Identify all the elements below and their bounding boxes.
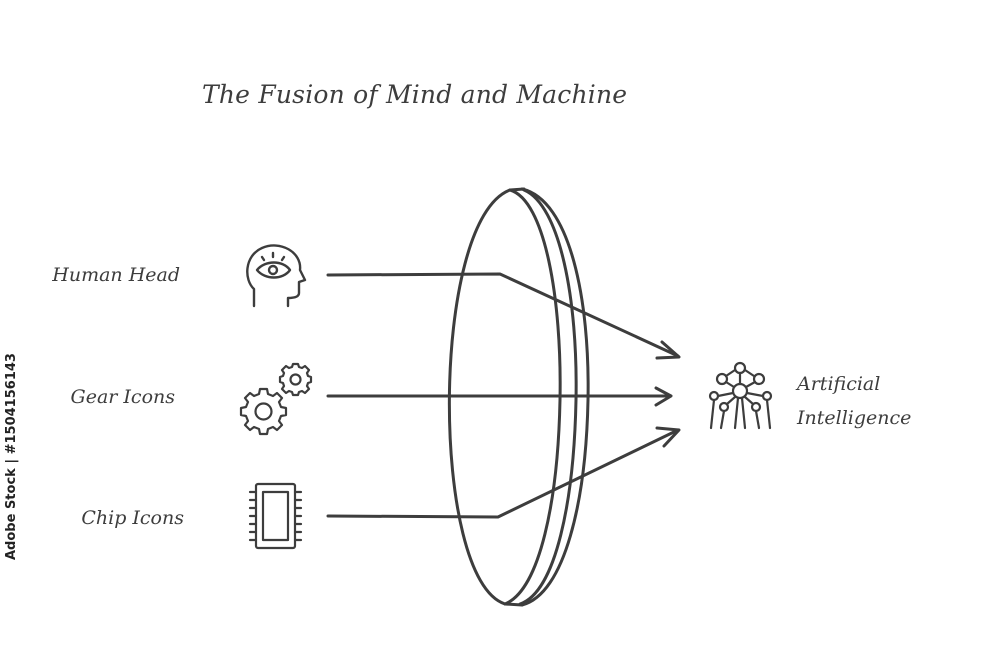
arrow-gear [326,386,673,407]
label-artificial-intelligence: Artificial Intelligence [797,367,911,435]
chip-icon [248,482,303,550]
arrow-human-head [326,272,681,360]
gears-icon [239,362,313,436]
lens-bottom-cap [503,602,524,607]
stock-id-watermark: Adobe Stock | #1504156143 [4,353,19,560]
label-chip-icons: Chip Icons [81,507,184,529]
label-ai-line2: Intelligence [797,407,912,429]
ai-network-icon [708,361,773,430]
label-ai-line1: Artificial [797,373,881,395]
diagram-title: The Fusion of Mind and Machine [202,80,628,109]
arrow-chip [326,426,681,519]
lens-rim-outer [520,187,590,607]
lens-front [447,188,512,606]
lens-body [503,188,562,606]
human-head-eye-icon [246,244,307,308]
lens-rim-inner [518,188,578,606]
lens-top-cap [508,187,526,192]
label-human-head: Human Head [52,264,180,286]
lens-shape [447,187,590,607]
label-gear-icons: Gear Icons [70,386,175,408]
